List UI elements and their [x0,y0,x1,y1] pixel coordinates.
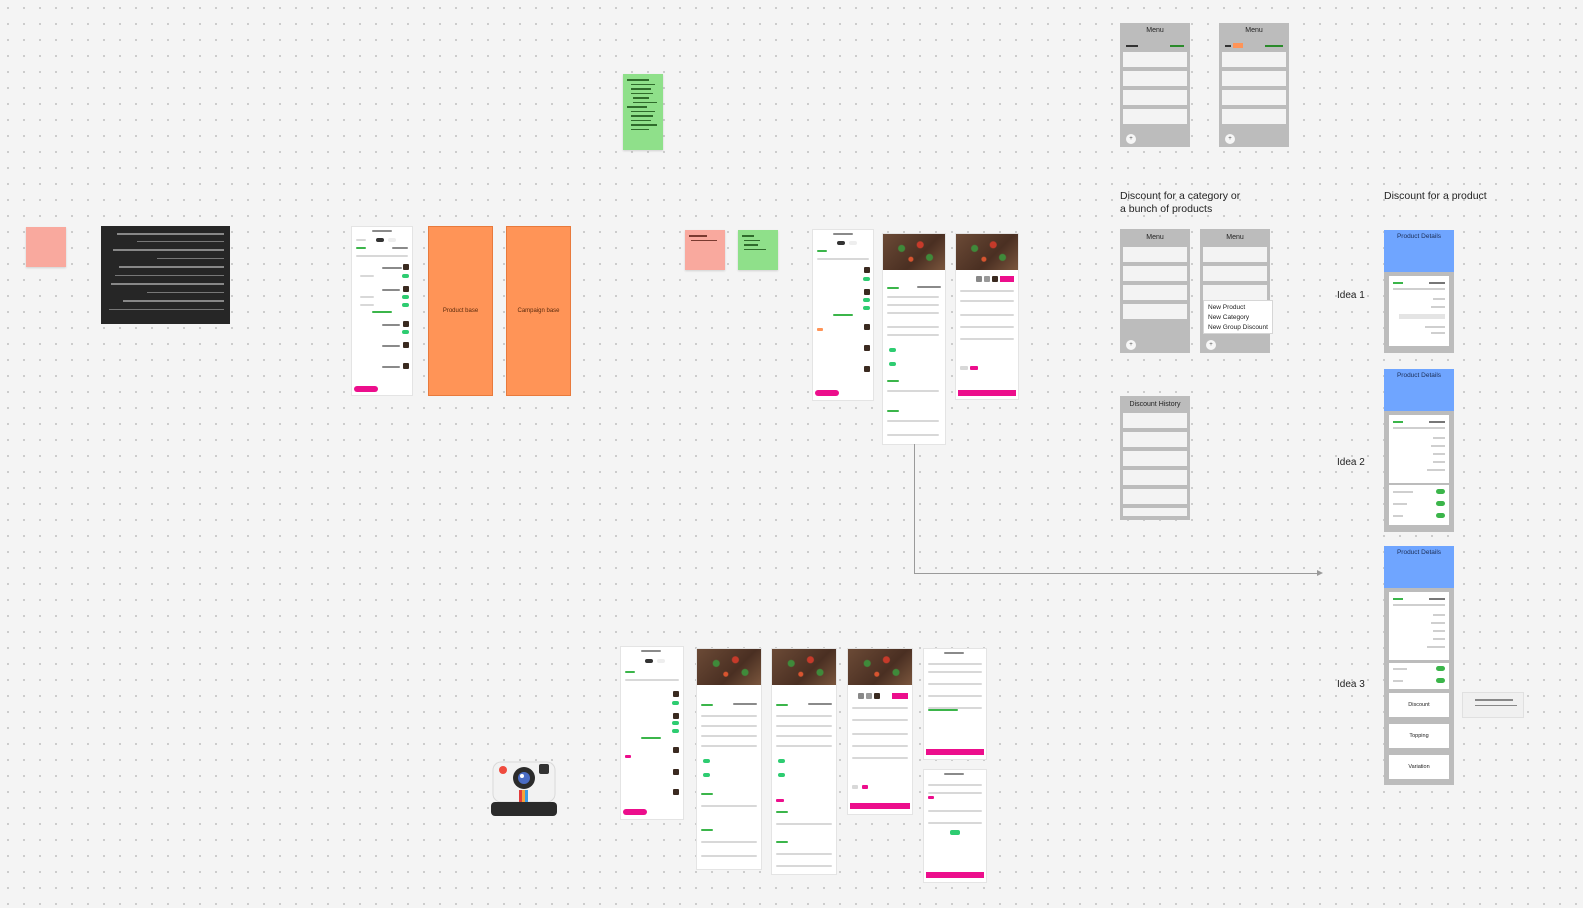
product-details-idea-3[interactable]: Product Details Discount Topping Variati… [1384,546,1454,785]
wireframe-title: Menu [1146,234,1164,241]
product-details-title: Product Details [1396,549,1442,556]
idea3-topping-row[interactable]: Topping [1389,724,1449,748]
side-note-comment[interactable] [1462,692,1524,718]
add-fab-button[interactable]: + [1126,134,1136,144]
add-fab-button[interactable]: + [1225,134,1235,144]
section-title-product: Discount for a product [1384,190,1487,202]
row-label: Topping [1409,733,1429,739]
dark-text-note[interactable] [101,226,230,324]
phone-mockup-edit-product[interactable] [956,234,1018,399]
popup-item-new-product[interactable]: New Product [1208,304,1246,311]
section-title-line: Discount for a category or [1120,190,1241,202]
sticky-note-pink-left[interactable] [26,227,66,267]
phone-mockup-list-2[interactable] [813,230,873,400]
board-label: Campaign base [517,308,560,314]
section-title-category: Discount for a category or a bunch of pr… [1120,190,1240,216]
wireframe-menu-1[interactable]: Menu + [1120,23,1190,147]
popup-item-new-group-discount[interactable]: New Group Discount [1208,324,1268,331]
product-details-idea-1[interactable]: Product Details [1384,230,1454,353]
product-details-title: Product Details [1396,233,1442,240]
product-details-idea-2[interactable]: Product Details [1384,369,1454,532]
wireframe-discount-history[interactable]: Discount History [1120,396,1190,520]
board-product-base[interactable]: Product base [428,226,493,396]
add-fab-button[interactable]: + [1206,340,1216,350]
wireframe-title: Menu [1146,27,1164,34]
sticky-note-pink-middle[interactable] [685,230,725,270]
sticky-note-green-middle[interactable] [738,230,778,270]
row-label: Variation [1408,764,1430,770]
wireframe-menu-3[interactable]: Menu + [1120,229,1190,353]
wireframe-menu-4[interactable]: Menu + [1200,229,1270,353]
phone-mockup-form-2[interactable] [924,770,986,882]
wireframe-menu-2[interactable]: Menu + [1219,23,1289,147]
phone-mockup-product-list[interactable] [352,227,412,395]
phone-mockup-list-bottom[interactable] [621,647,683,819]
create-menu-popup[interactable]: New Product New Category New Group Disco… [1203,300,1273,334]
wireframe-title: Discount History [1129,401,1181,408]
phone-mockup-edit-bottom[interactable] [848,649,912,814]
row-label: Discount [1408,702,1430,708]
phone-mockup-detail-bottom-1[interactable] [697,649,761,869]
idea-label-3: Idea 3 [1337,679,1365,690]
wireframe-title: Menu [1245,27,1263,34]
board-campaign-base[interactable]: Campaign base [506,226,571,396]
phone-mockup-form-1[interactable] [924,649,986,759]
add-fab-button[interactable]: + [1126,340,1136,350]
idea3-discount-row[interactable]: Discount [1389,693,1449,717]
phone-mockup-detail-bottom-2[interactable] [772,649,836,874]
phone-mockup-product-detail[interactable] [883,234,945,444]
section-title-line: a bunch of products [1120,203,1213,215]
sticky-note-green-top[interactable] [623,74,663,150]
product-details-title: Product Details [1396,372,1442,379]
instant-camera-icon [489,758,559,818]
popup-item-new-category[interactable]: New Category [1208,314,1250,321]
board-label: Product base [442,308,479,314]
idea3-variation-row[interactable]: Variation [1389,755,1449,779]
idea-label-2: Idea 2 [1337,457,1365,468]
wireframe-title: Menu [1226,234,1244,241]
idea-label-1: Idea 1 [1337,290,1365,301]
